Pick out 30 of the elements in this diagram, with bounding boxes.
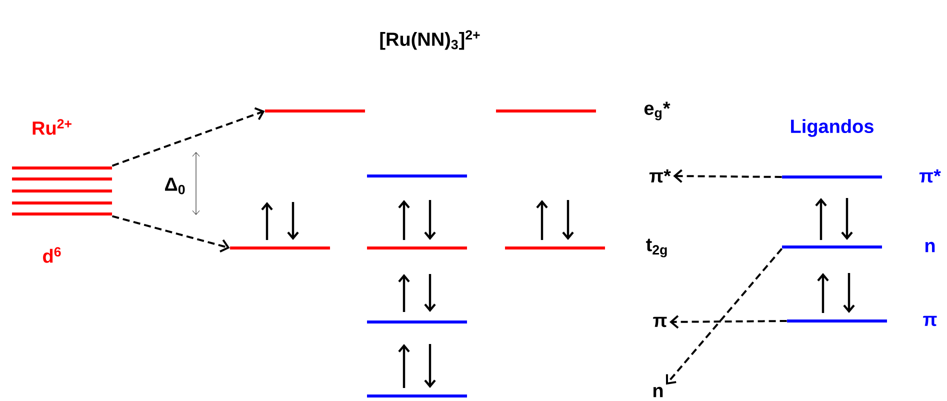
level-label: t$_{2g}$ (646, 238, 667, 258)
arrow (666, 248, 783, 385)
level-label: n (653, 386, 663, 398)
energy-level (787, 320, 887, 322)
energy-level (367, 394, 467, 398)
energy-level (367, 246, 467, 250)
energy-level (782, 176, 882, 178)
energy-level (367, 174, 467, 178)
level-label: π (923, 316, 937, 326)
energy-level (782, 246, 882, 248)
level-label: π (653, 316, 667, 328)
level-label: e$_{g}$* (644, 102, 670, 120)
level-label: π* (919, 169, 941, 183)
orbital-stack (12, 166, 112, 216)
energy-level (496, 110, 596, 112)
arrow (112, 107, 265, 167)
energy-level (230, 246, 330, 250)
level-label: n (925, 242, 935, 252)
ion-label: Ru$^{2+}$ (32, 119, 72, 135)
arrow (673, 169, 782, 183)
title: [Ru(NN)$_{3}$]$^{2+}$ (380, 30, 480, 50)
arrow (112, 215, 230, 252)
energy-level (367, 320, 467, 324)
energy-level (265, 110, 365, 112)
level-label: Ligandos (791, 119, 874, 137)
level-label: π* (649, 169, 671, 183)
arrow (669, 315, 787, 329)
level-label: Δ$_{0}$ (165, 178, 185, 194)
ion-label: d$^{6}$ (43, 247, 61, 263)
energy-level (505, 246, 605, 250)
